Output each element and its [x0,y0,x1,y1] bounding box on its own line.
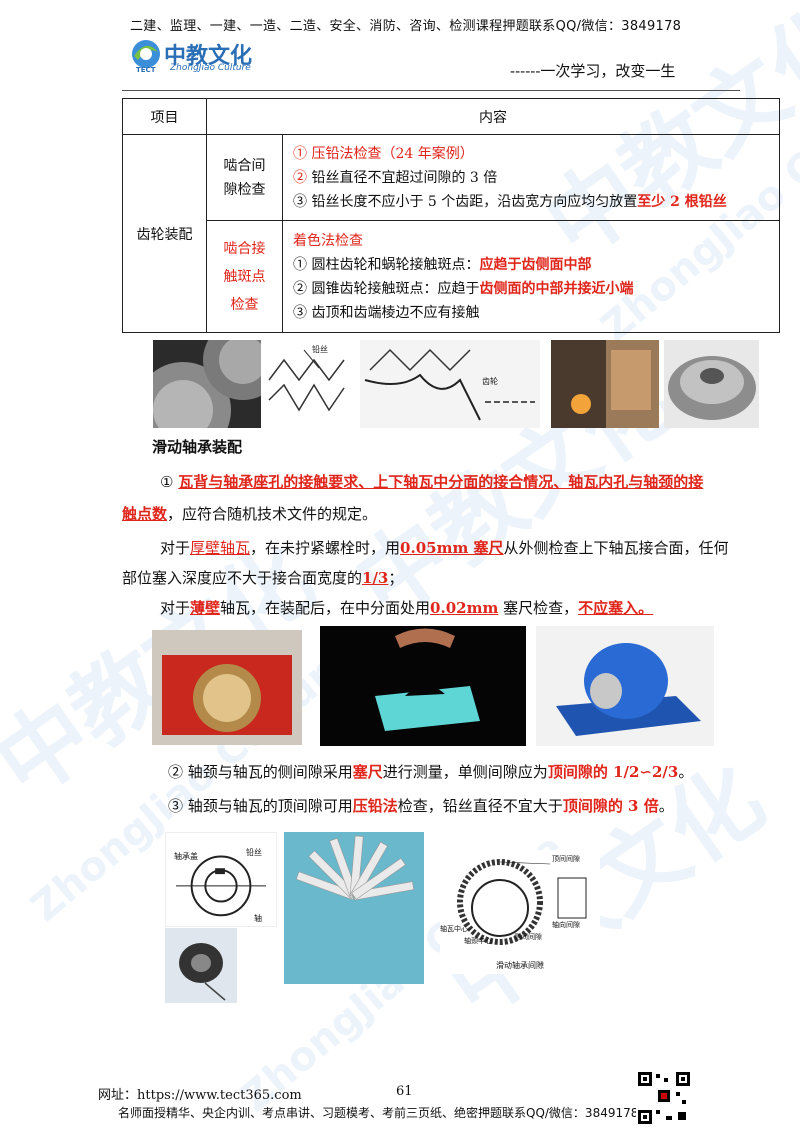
lead-wire-diagram: 齿轮 [360,340,540,428]
list-item: ① 压铅法检查（24 年案例） [293,145,474,162]
list-item: 着色法检查 [293,232,363,249]
bearing-clearance-diagram: 顶间间隙 轴瓦中心 轴颈中心 侧间间隙 轴向间隙 滑动轴承间隙 [440,850,600,974]
sub-label-backlash: 啮合间隙检查 [206,133,283,222]
gear-assembly-table: 项目 内容 齿轮装配 啮合间隙检查 ① 压铅法检查（24 年案例） ② 铅丝直径… [122,98,780,333]
figure-label: 齿轮 [482,377,498,386]
figure-label: 轴承盖 [174,852,198,861]
lead-wire-spool-photo [165,928,237,1003]
figure-label: 轴颈中心 [464,937,492,945]
figure-caption: 滑动轴承间隙 [496,961,544,970]
paragraph-3: 对于薄壁轴瓦，在装配后，在中分面处用0.02mm 塞尺检查，不应塞入。 [160,599,654,617]
figure-label: 铅丝 [246,848,262,857]
figure-label: 顶间间隙 [552,855,580,863]
logo-icon [132,40,160,68]
figure-label: 轴向间隙 [552,921,580,929]
contact-items: 着色法检查 ① 圆柱齿轮和蜗轮接触斑点：应趋于齿侧面中部 ② 圆锥齿轮接触斑点：… [282,220,780,333]
logo-subtitle: ZhongJiao Culture [170,63,251,73]
sub-label-contact: 啮合接触斑点检查 [206,220,283,333]
table-header-item: 项目 [122,98,207,135]
lead-wire-bearing-diagram: 轴承盖 铅丝 轴 [165,832,277,927]
header-divider [122,90,740,91]
header-promo: 二建、监理、一建、一造、二造、安全、消防、咨询、检测课程押题联系QQ/微信：38… [130,19,682,34]
header-slogan: ------一次学习，改变一生 [510,62,676,80]
paragraph-2: 对于厚壁轴瓦，在未拧紧螺栓时，用0.05mm 塞尺从外侧检查上下轴瓦接合面，任何 [160,539,729,557]
logo [126,36,256,78]
page-number: 61 [396,1084,413,1099]
paragraph-1: ① 瓦背与轴承座孔的接触要求、上下轴瓦中分面的接合情况、轴瓦内孔与轴颈的接 [160,473,704,491]
footer-promo: 名师面授精华、央企内训、考点串讲、习题模考、考前三页纸、绝密押题联系QQ/微信：… [118,1106,639,1120]
list-item: ③ 铅丝长度不应小于 5 个齿距，沿齿宽方向应均匀放置至少 2 根铅丝 [293,193,727,210]
backlash-items: ① 压铅法检查（24 年案例） ② 铅丝直径不宜超过间隙的 3 倍 ③ 铅丝长度… [282,133,780,222]
logo-tect: TECT [136,66,156,74]
gear-photo [153,340,261,428]
list-item: ① 圆柱齿轮和蜗轮接触斑点：应趋于齿侧面中部 [293,256,592,273]
paragraph-1-cont: 触点数，应符合随机技术文件的规定。 [122,505,378,523]
bearing-housing-photo [152,630,302,745]
bearing-exploded-render [320,626,526,746]
logo-text: 中教文化 [164,44,253,69]
figure-label: 轴瓦中心 [440,925,468,933]
list-item: ③ 齿顶和齿端棱边不应有接触 [293,304,480,321]
section-title: 滑动轴承装配 [152,438,243,456]
figure-label: 铅丝 [312,345,328,354]
worker-photo [551,340,659,428]
footer-url[interactable]: 网址：https://www.tect365.com [98,1088,302,1103]
list-item: ② 铅丝直径不宜超过间隙的 3 倍 [293,169,498,186]
qr-code-icon [636,1070,692,1126]
gear-mesh-diagram: 铅丝 [264,340,356,428]
list-item: ② 圆锥齿轮接触斑点：应趋于齿侧面的中部并接近小端 [293,280,634,297]
figure-label: 侧间间隙 [514,933,542,941]
figure-label: 轴 [254,914,262,923]
bevel-gear-photo [664,340,759,428]
pillow-block-render [536,626,714,746]
table-header-content: 内容 [206,98,780,135]
table-row-label: 齿轮装配 [122,134,207,333]
paragraph-5: ③ 轴颈与轴瓦的顶间隙可用压铅法检查，铅丝直径不宜大于顶间隙的 3 倍。 [168,797,674,815]
paragraph-4: ② 轴颈与轴瓦的侧间隙采用塞尺进行测量，单侧间隙应为顶间隙的 1/2∽2/3。 [168,763,694,781]
paragraph-2-cont: 部位塞入深度应不大于接合面宽度的1/3； [122,569,404,587]
feeler-gauge-photo [284,832,424,984]
